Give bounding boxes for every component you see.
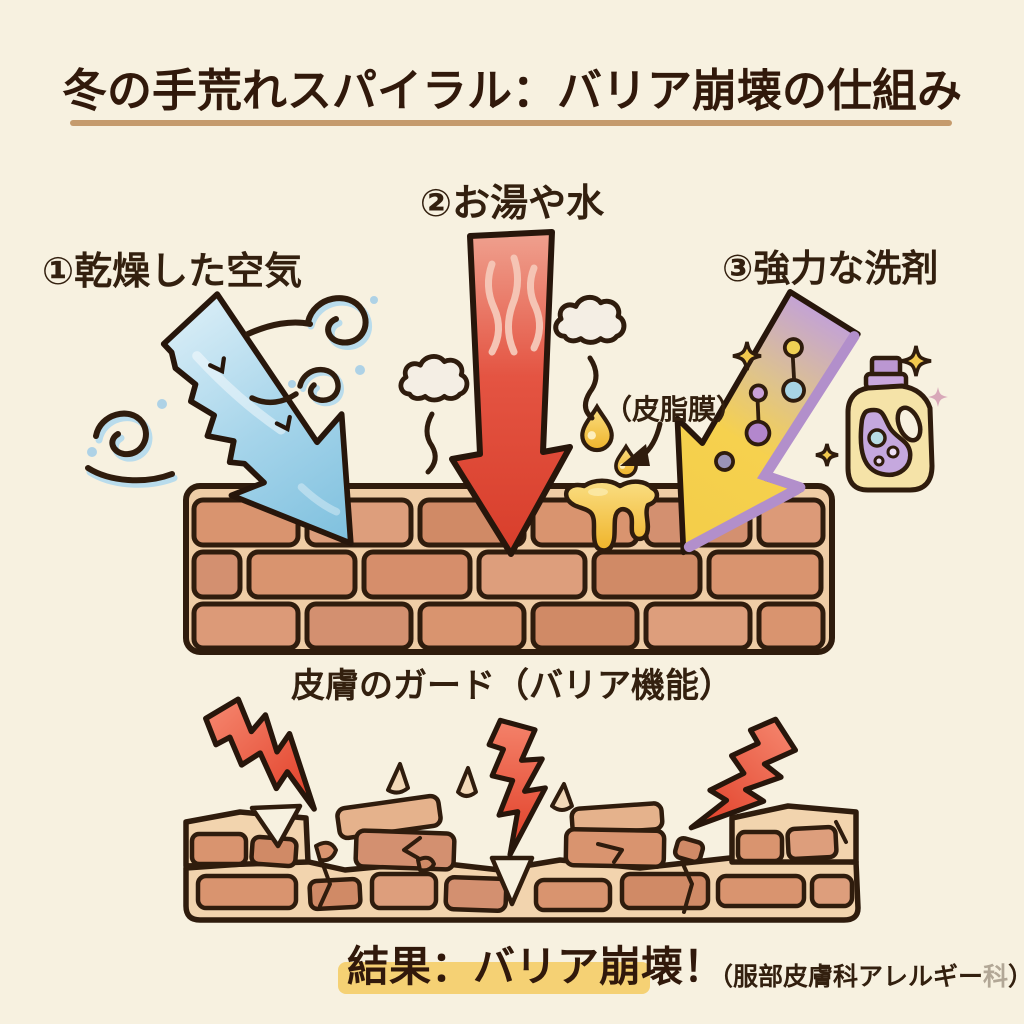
- dry-air-arrow: [160, 291, 354, 547]
- result-highlight: [338, 962, 650, 994]
- broken-wall: [183, 762, 861, 923]
- sebum-oil-melt: [564, 478, 660, 553]
- brick-row-middle: [191, 549, 824, 600]
- broken-bricks: [189, 793, 855, 914]
- cause-label-hot-water: ②お湯や水: [419, 183, 605, 225]
- debris: [314, 762, 574, 873]
- credit-text-faded: 科: [983, 963, 1009, 991]
- sebum-annotation-arrow: [620, 421, 663, 466]
- brick-row-bottom: [191, 601, 826, 651]
- credit-text-start: （服部皮膚科アレルギー: [708, 963, 984, 991]
- hot-water-arrow: [449, 229, 573, 557]
- detergent-molecules: [714, 337, 806, 472]
- credit-text-end: ）: [1008, 963, 1024, 991]
- credit-text: （服部皮膚科アレルギー科）: [708, 957, 1024, 993]
- steam-cloud-left: [398, 354, 470, 475]
- lightning-bolt-right: [688, 716, 799, 831]
- detergent-arrow: [674, 289, 861, 556]
- title-underline: [70, 120, 952, 126]
- result-text: 結果：バリア崩壊！: [347, 943, 726, 990]
- crack-lines: [318, 820, 848, 914]
- sparkles: [732, 341, 948, 467]
- page-title: 冬の手荒れスパイラル：バリア崩壊の仕組み: [61, 65, 962, 116]
- steam-cloud-right: [553, 294, 627, 421]
- lightning-bolts: [203, 696, 799, 858]
- bottle-handle-hole: [895, 405, 923, 443]
- heat-wave-lines: [485, 254, 543, 356]
- lightning-bolt-left: [203, 696, 317, 812]
- wind-swirls-right: [245, 295, 378, 407]
- sebum-label: （皮脂膜）: [604, 394, 745, 425]
- detergent-bottle: [845, 355, 935, 493]
- cause-label-dry-air: ①乾燥した空気: [42, 251, 303, 293]
- wind-swirls-left: [85, 399, 178, 488]
- lightning-bolt-center: [486, 717, 548, 858]
- wall-caption: 皮膚のガード（バリア機能）: [291, 667, 733, 705]
- cause-label-detergent: ③強力な洗剤: [722, 248, 939, 289]
